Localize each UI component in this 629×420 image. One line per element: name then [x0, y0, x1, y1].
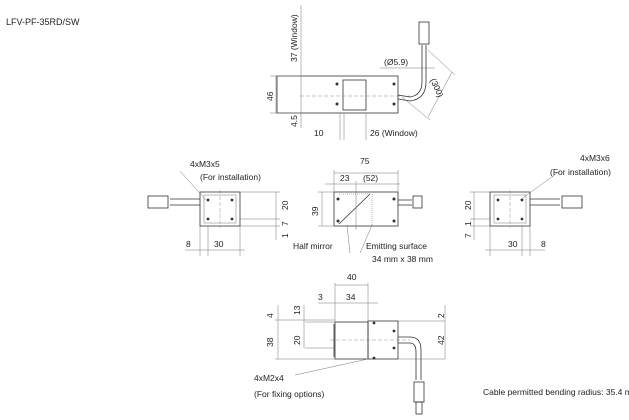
dimension-label: 2 — [436, 313, 446, 318]
dim-46: 46 — [265, 91, 275, 101]
dimension-label: 30 — [508, 239, 518, 249]
dimension-label: 40 — [347, 272, 357, 282]
cable-diameter: (Ø5.9) — [384, 57, 408, 67]
dimension-label: 39 — [310, 206, 320, 216]
half-mirror-label: Half mirror — [293, 241, 333, 251]
dimension-label: 13 — [292, 305, 302, 315]
top-window — [342, 79, 367, 111]
right-view: 4xM3x6 (For installation) 20 1 7 30 8 — [463, 153, 611, 256]
dim-37-window: 37 (Window) — [289, 14, 299, 62]
dim-75: 75 — [360, 156, 370, 166]
top-body — [276, 75, 399, 114]
left-screw-note: (For installation) — [200, 172, 261, 182]
emitting-surface-size: 34 mm x 38 mm — [372, 254, 433, 264]
top-connector — [418, 21, 430, 45]
right-screw-label: 4xM3x6 — [580, 153, 610, 163]
dim-26-window: 26 (Window) — [370, 128, 418, 138]
dim-10: 10 — [314, 128, 324, 138]
dimension-label: 4 — [265, 313, 275, 318]
dimension-label: 30 — [214, 239, 224, 249]
top-view: 46 37 (Window) 4.5 10 26 (Window) (Ø5.9)… — [265, 5, 456, 140]
front-view: 75 23 (52) 39 Half mirror Emitting surfa… — [293, 156, 433, 264]
bending-radius-note: Cable permitted bending radius: 35.4 mm — [483, 387, 629, 397]
bottom-view: 40 3 34 4 13 38 20 2 42 4xM2x4 (For fixi… — [254, 272, 446, 415]
dimension-label: 1 — [280, 233, 290, 238]
dimension-label: 8 — [541, 239, 546, 249]
left-screw-label: 4xM3x5 — [190, 159, 220, 169]
dimension-label: 8 — [186, 239, 191, 249]
dimension-label: 42 — [436, 335, 446, 345]
bottom-screw-note: (For fixing options) — [254, 389, 325, 399]
dimension-label: 3 — [318, 292, 323, 302]
model-title: LFV-PF-35RD/SW — [6, 17, 80, 27]
cable-length: (300) — [428, 77, 446, 99]
right-screw-note: (For installation) — [550, 167, 611, 177]
bottom-screw-label: 4xM2x4 — [254, 373, 284, 383]
dimension-label: (52) — [363, 173, 378, 183]
dim-4-5: 4.5 — [289, 115, 299, 127]
dimension-label: 38 — [265, 337, 275, 347]
left-view: 4xM3x5 (For installation) 20 7 1 8 30 — [147, 159, 290, 256]
dimension-label: 34 — [346, 292, 356, 302]
dimension-label: 7 — [463, 233, 473, 238]
dimension-label: 20 — [280, 200, 290, 210]
dimension-label: 1 — [463, 221, 473, 226]
dimension-label: 20 — [292, 335, 302, 345]
dimension-label: 7 — [280, 221, 290, 226]
dimension-label: 23 — [340, 173, 350, 183]
dimension-label: 20 — [463, 200, 473, 210]
emitting-surface-label: Emitting surface — [366, 241, 427, 251]
